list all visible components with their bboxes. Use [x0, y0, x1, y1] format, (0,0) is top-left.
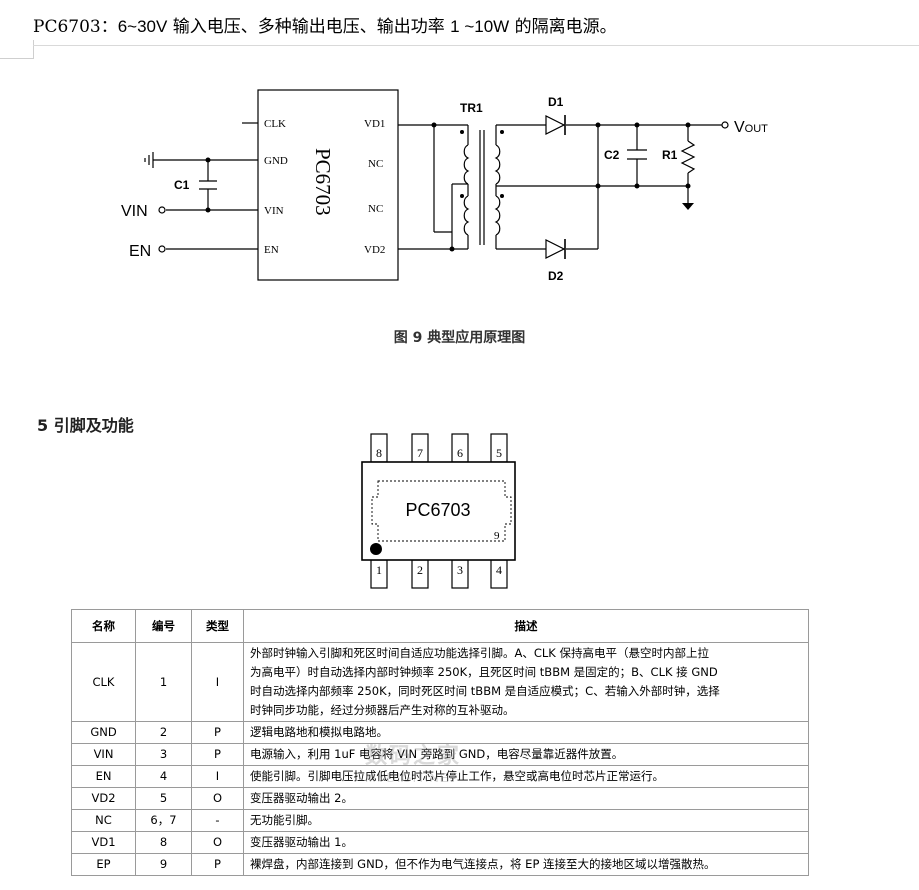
pin-number: 1	[135, 642, 192, 722]
package-body	[361, 461, 516, 561]
description-line: 时自动选择内部频率 250K，同时死区时间 tBBM 是自适应模式；C、若输入外…	[250, 684, 720, 698]
pin-name: GND	[71, 721, 136, 744]
pin-type: P	[191, 721, 244, 744]
package-pin-4: 4	[496, 563, 502, 577]
capacitor-c2-label: C2	[604, 148, 620, 162]
pin-number: 8	[135, 831, 192, 854]
pin-type: I	[191, 642, 244, 722]
diode-d2-symbol	[545, 239, 566, 259]
power-spec: 1 ~10W	[450, 17, 510, 36]
table-row: EN 4 I 使能引脚。引脚电压拉成低电位时芯片停止工作，悬空或高电位时芯片正常…	[71, 765, 809, 788]
description-line: 时钟同步功能，经过分频器后产生对称的互补驱动。	[250, 703, 515, 717]
diode-d1-label: D1	[548, 95, 564, 109]
pin-type: O	[191, 787, 244, 810]
pin-name: EN	[71, 765, 136, 788]
part-number: PC6703：	[33, 17, 118, 37]
package-pad-pin-9: 9	[494, 530, 500, 542]
application-schematic: PC6703 CLK GND VIN EN VD1 NC NC VD2 VIN …	[121, 89, 768, 283]
pin-number: 3	[135, 743, 192, 766]
pin-label-vd1: VD1	[364, 118, 385, 130]
pin-number: 4	[135, 765, 192, 788]
description-line: 外部时钟输入引脚和死区时间自适应功能选择引脚。A、CLK 保持高电平（悬空时内部…	[250, 646, 709, 660]
pin-number: 5	[135, 787, 192, 810]
pin-label-nc-a: NC	[368, 158, 383, 170]
pin-label-clk: CLK	[264, 118, 286, 130]
header-rule	[33, 45, 919, 46]
pin-description: 无功能引脚。	[243, 809, 809, 832]
transformer-label: TR1	[460, 101, 483, 115]
package-pin-1: 1	[376, 563, 382, 577]
figure-caption: 图 9 典型应用原理图	[393, 330, 526, 346]
package-label: PC6703	[405, 500, 470, 520]
description-line: 为高电平）时自动选择内部时钟频率 250K，且死区时间 tBBM 是固定的；B、…	[250, 665, 718, 679]
exposed-pad-outline	[371, 480, 512, 542]
pin1-marker	[370, 543, 382, 555]
pin-type: O	[191, 831, 244, 854]
table-row: EP 9 P 裸焊盘，内部连接到 GND，但不作为电气连接点，将 EP 连接至大…	[71, 853, 809, 876]
pin-description: 逻辑电路地和模拟电路地。	[243, 721, 809, 744]
vout-label: VOUT	[734, 119, 768, 136]
pin-label-nc-b: NC	[368, 203, 383, 215]
table-row: VD1 8 O 变压器驱动输出 1。	[71, 831, 809, 854]
diode-d1-symbol	[545, 115, 566, 135]
page-corner-mark	[0, 40, 34, 59]
package-pin-7: 7	[417, 446, 423, 460]
ground-symbol	[682, 203, 694, 210]
pin-type: I	[191, 765, 244, 788]
pin-description: 变压器驱动输出 2。	[243, 787, 809, 810]
header-number: 编号	[135, 609, 192, 643]
header-type: 类型	[191, 609, 244, 643]
pin-label-gnd: GND	[264, 155, 288, 167]
package-pinout-diagram: 8 7 6 5 1 2 3 4 PC6703 9	[361, 433, 516, 589]
chip-body	[257, 89, 399, 281]
pin-label-en: EN	[264, 244, 279, 256]
pin-name: VIN	[71, 743, 136, 766]
table-row: CLK 1 I 外部时钟输入引脚和死区时间自适应功能选择引脚。A、CLK 保持高…	[71, 642, 809, 722]
diode-d2-label: D2	[548, 269, 564, 283]
section-title: 5 引脚及功能	[37, 416, 134, 435]
resistor-r1-label: R1	[662, 148, 678, 162]
pin-description: 电源输入，利用 1uF 电容将 VIN 旁路到 GND，电容尽量靠近器件放置。	[243, 743, 809, 766]
document-headline: PC6703：6~30V 输入电压、多种输出电压、输出功率 1 ~10W 的隔离…	[33, 12, 617, 37]
input-label-en: EN	[129, 243, 151, 260]
chip-name-label: PC6703	[311, 148, 335, 216]
pin-description: 变压器驱动输出 1。	[243, 831, 809, 854]
pin-name: CLK	[71, 642, 136, 722]
pin-type: -	[191, 809, 244, 832]
input-label-vin: VIN	[121, 203, 148, 220]
table-row: VD2 5 O 变压器驱动输出 2。	[71, 787, 809, 810]
voltage-spec: 6~30V	[117, 17, 168, 36]
pin-number: 2	[135, 721, 192, 744]
pin-description: 外部时钟输入引脚和死区时间自适应功能选择引脚。A、CLK 保持高电平（悬空时内部…	[243, 642, 809, 722]
package-pin-5: 5	[496, 446, 502, 460]
pin-number: 6，7	[135, 809, 192, 832]
package-pin-8: 8	[376, 446, 382, 460]
pin-type: P	[191, 743, 244, 766]
pin-name: VD1	[71, 831, 136, 854]
table-header-row: 名称 编号 类型 描述	[71, 609, 809, 643]
header-name: 名称	[71, 609, 136, 643]
package-pin-2: 2	[417, 563, 423, 577]
package-pin-6: 6	[457, 446, 463, 460]
pin-type: P	[191, 853, 244, 876]
pin-description: 使能引脚。引脚电压拉成低电位时芯片停止工作，悬空或高电位时芯片正常运行。	[243, 765, 809, 788]
headline-text-b: 的隔离电源。	[509, 17, 617, 37]
table-row: VIN 3 P 电源输入，利用 1uF 电容将 VIN 旁路到 GND，电容尽量…	[71, 743, 809, 766]
pin-number: 9	[135, 853, 192, 876]
package-pin-3: 3	[457, 563, 463, 577]
pin-function-table: 名称 编号 类型 描述 CLK 1 I 外部时钟输入引脚和死区时间自适应功能选择…	[71, 609, 809, 876]
pin-label-vin: VIN	[264, 205, 284, 217]
pin-name: EP	[71, 853, 136, 876]
pin-label-vd2: VD2	[364, 244, 385, 256]
pin-name: NC	[71, 809, 136, 832]
table-row: NC 6，7 - 无功能引脚。	[71, 809, 809, 832]
header-description: 描述	[243, 609, 809, 643]
table-row: GND 2 P 逻辑电路地和模拟电路地。	[71, 721, 809, 744]
headline-text-a: 输入电压、多种输出电压、输出功率	[167, 17, 451, 37]
capacitor-c1-label: C1	[174, 178, 190, 192]
pin-description: 裸焊盘，内部连接到 GND，但不作为电气连接点，将 EP 连接至大的接地区域以增…	[243, 853, 809, 876]
pin-name: VD2	[71, 787, 136, 810]
